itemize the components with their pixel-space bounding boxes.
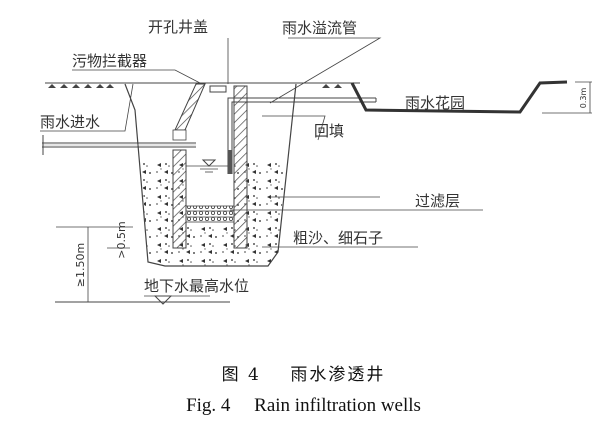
label-rain-garden: 雨水花园 [405,94,465,112]
ground-surface-marks [48,84,342,88]
label-max-groundwater: 地下水最高水位 [144,277,249,295]
well-wall-right [233,85,248,249]
bottom-clearance-label: >0.5m [115,221,128,258]
debris-interceptor [174,83,206,131]
depth-to-groundwater-label: ≥1.50m [74,243,87,287]
caption-en-number: Fig. 4 [186,395,231,416]
label-debris-interceptor: 污物拦截器 [72,52,147,70]
groundwater-level [55,295,230,305]
rain-inlet-pipe [42,135,196,155]
filter-layer [185,205,235,223]
perforated-cover [209,85,227,93]
garden-depth-dimension: 0.3m [542,81,592,114]
caption-cn-number: 图 4 [221,365,261,385]
caption-cn-title: 雨水渗透井 [290,365,386,385]
caption-en-title: Rain infiltration wells [254,395,421,416]
well-wall-left [172,149,187,249]
label-rain-inlet: 雨水进水 [40,113,100,131]
depth-dimensions: ≥1.50m >0.5m [56,221,133,302]
well-chamber [186,160,234,206]
garden-depth-label: 0.3m [579,88,588,109]
label-overflow-pipe: 雨水溢流管 [282,19,357,37]
label-perforated-cover: 开孔井盖 [148,18,208,36]
caption-english: Fig. 4 Rain infiltration wells [0,395,607,417]
overflow-pipe [227,97,377,174]
water-level-symbol [186,159,228,173]
caption-chinese: 图 4 雨水渗透井 [0,360,607,385]
label-backfill: 回填 [314,122,344,140]
rain-infiltration-well-diagram: 0.3m ≥1.50m >0.5m 开孔井盖 污物拦截器 雨水溢流管 雨水进水 … [40,18,592,305]
leader-lines [40,37,483,248]
rain-garden-profile [350,80,568,114]
label-coarse-sand-gravel: 粗沙、细石子 [293,229,383,247]
label-filter-layer: 过滤层 [415,192,460,210]
